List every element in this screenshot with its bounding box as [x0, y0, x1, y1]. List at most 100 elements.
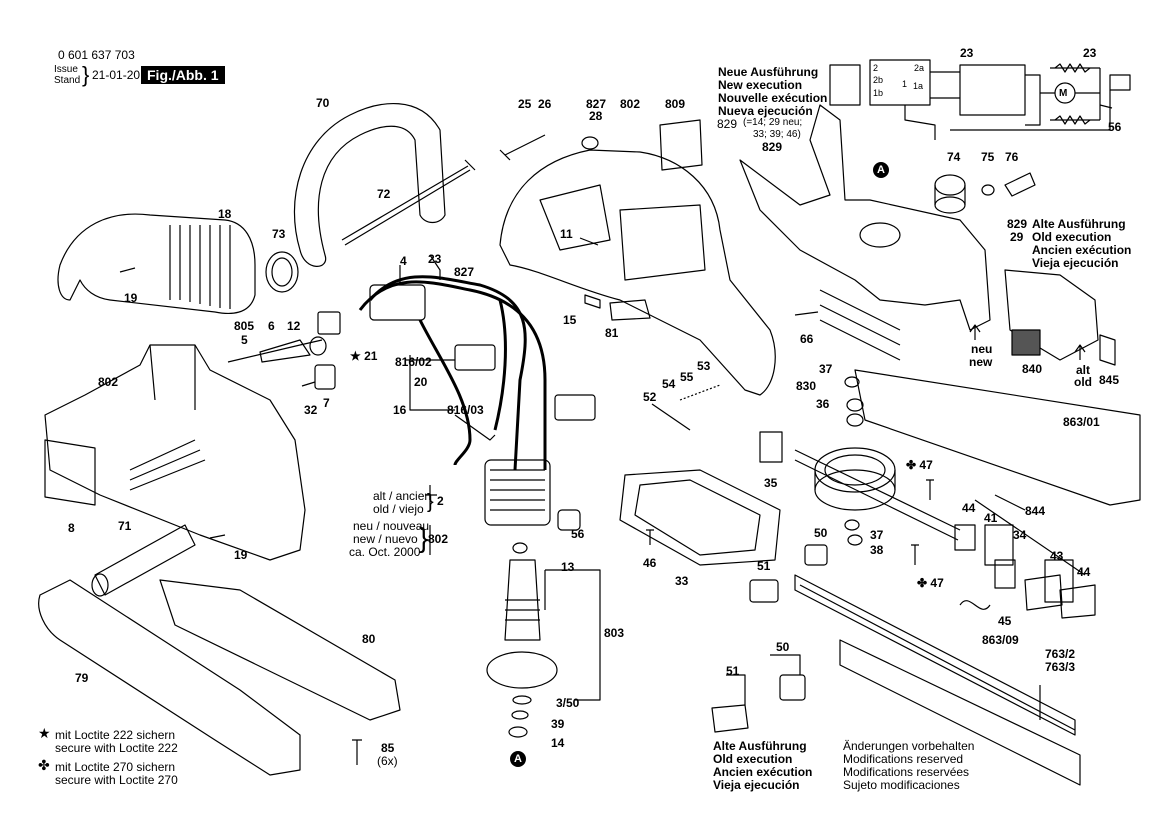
clover-icon: ✤: [906, 458, 917, 472]
old-execution-line: Vieja ejecución: [1032, 256, 1119, 270]
variant-old-viejo: old / viejo: [373, 502, 424, 516]
part-label-47a: ✤ 47: [906, 459, 933, 472]
part-label-37a: 37: [819, 362, 833, 376]
part-label-14: 14: [551, 736, 565, 750]
part-label-26: 26: [538, 97, 552, 111]
schematic-label-2b: 2b: [873, 75, 884, 85]
part-number: 0 601 637 703: [58, 48, 135, 62]
clamp-part-51: [749, 579, 779, 603]
armature-part-13: [504, 559, 541, 641]
old-execution-line: Old execution: [1032, 230, 1112, 244]
part-label-80: 80: [362, 632, 376, 646]
part-label-28: 28: [589, 109, 603, 123]
old-execution-line: Alte Ausführung: [1032, 217, 1126, 231]
part-label-13: 13: [561, 560, 575, 574]
changes-note: Änderungen vorbehalten Modifications res…: [843, 740, 974, 792]
variant-alt-ancien: alt / ancien: [373, 489, 432, 503]
changes-line: Sujeto modificaciones: [843, 778, 960, 792]
part-label-5: 5: [241, 333, 248, 347]
star-icon: ★: [350, 349, 361, 363]
handle-part-70: [293, 102, 446, 267]
part-label-19: 19: [124, 291, 138, 305]
variant-ref-802: 802: [428, 532, 449, 546]
part-label-51b: 51: [726, 664, 740, 678]
label-new: new: [969, 355, 993, 369]
part-label-44a: 44: [962, 501, 976, 515]
old-ref-829: 829: [1007, 217, 1028, 231]
part-label-863-09: 863/09: [982, 633, 1019, 647]
loctite222-en: secure with Loctite 222: [55, 741, 178, 755]
schematic-label-2: 2: [873, 63, 879, 73]
loctite270-de: mit Loctite 270 sichern: [55, 760, 176, 774]
schematic-label-2a: 2a: [914, 63, 925, 73]
brush-holder-816-03: [554, 394, 596, 421]
star-icon: ★: [38, 725, 51, 741]
saw-blade-part-863-01: [854, 369, 1141, 506]
schematic-label-1b: 1b: [873, 88, 884, 98]
part-label-803: 803: [604, 626, 625, 640]
part-label-845: 845: [1099, 373, 1120, 387]
part-label-802a: 802: [620, 97, 641, 111]
tube-part-71: [94, 524, 196, 596]
gear-housing-part-829: [739, 104, 991, 331]
part-label-32: 32: [304, 403, 318, 417]
old-ref-29: 29: [1010, 230, 1024, 244]
part-label-4: 4: [400, 254, 407, 268]
part-label-829: 829: [762, 140, 783, 154]
part-label-21: ★ 21: [350, 350, 377, 363]
part-label-3-50: 3/50: [556, 696, 580, 710]
schematic-ref-23a: 23: [960, 46, 974, 60]
part-label-844: 844: [1025, 504, 1046, 518]
part-label-863-01: 863/01: [1063, 415, 1100, 429]
knob-part-74: [934, 174, 966, 196]
part-label-76: 76: [1005, 150, 1019, 164]
switch-part-12: [317, 311, 341, 335]
old-execution-line: Vieja ejecución: [713, 778, 800, 792]
stand-label: Stand: [54, 75, 81, 86]
part-label-56: 56: [571, 527, 585, 541]
block-part-35: [759, 431, 783, 463]
dust-channel-part-79: [38, 579, 301, 776]
old-execution-line: Old execution: [713, 752, 793, 766]
part-label-816-03: 816/03: [447, 403, 484, 417]
new-execution-line: New execution: [718, 78, 803, 92]
part-label-79: 79: [75, 671, 89, 685]
callout-a-top: A: [877, 164, 885, 176]
part-label-827: 827: [454, 265, 475, 279]
spring-part-25: [499, 134, 546, 161]
part-label-15: 15: [563, 313, 577, 327]
variant-new-nuevo: new / nuevo: [353, 532, 418, 546]
label-neu: neu: [971, 342, 993, 356]
changes-line: Modifications reserved: [843, 752, 964, 766]
part-label-23: 23: [428, 252, 442, 266]
part-label-41: 41: [984, 511, 998, 525]
issue-label: Issue: [54, 64, 78, 75]
part-label-46: 46: [643, 556, 657, 570]
part-label-8: 8: [68, 521, 75, 535]
part-label-51a: 51: [757, 559, 771, 573]
part-label-73: 73: [272, 227, 286, 241]
variant-ca-oct: ca. Oct. 2000: [349, 545, 421, 559]
label-part-8: [44, 439, 96, 506]
part-label-763-3: 763/3: [1045, 660, 1076, 674]
part-label-72: 72: [377, 187, 391, 201]
date: 21-01-20: [92, 68, 141, 82]
loctite270-en: secure with Loctite 270: [55, 773, 178, 787]
part-label-75: 75: [981, 150, 995, 164]
part-label-35: 35: [764, 476, 778, 490]
label-old: old: [1074, 375, 1092, 389]
brace: }: [419, 522, 429, 553]
part-label-70: 70: [316, 96, 330, 110]
part-label-52: 52: [643, 390, 657, 404]
loctite222-de: mit Loctite 222 sichern: [55, 728, 176, 742]
label-part-809: [659, 119, 703, 171]
part-label-39: 39: [551, 717, 565, 731]
part-label-6: 6: [268, 319, 275, 333]
brace: }: [82, 62, 90, 87]
variant-neu-nouveau: neu / nouveau: [353, 519, 430, 533]
old-execution-title-right: Alte Ausführung Old execution Ancien exé…: [1032, 218, 1131, 270]
rod-part-52: [454, 414, 496, 441]
part-label-47b-text: 47: [930, 576, 944, 590]
clover-icon: ✤: [38, 757, 50, 773]
part-label-816-02: 816/02: [395, 355, 432, 369]
